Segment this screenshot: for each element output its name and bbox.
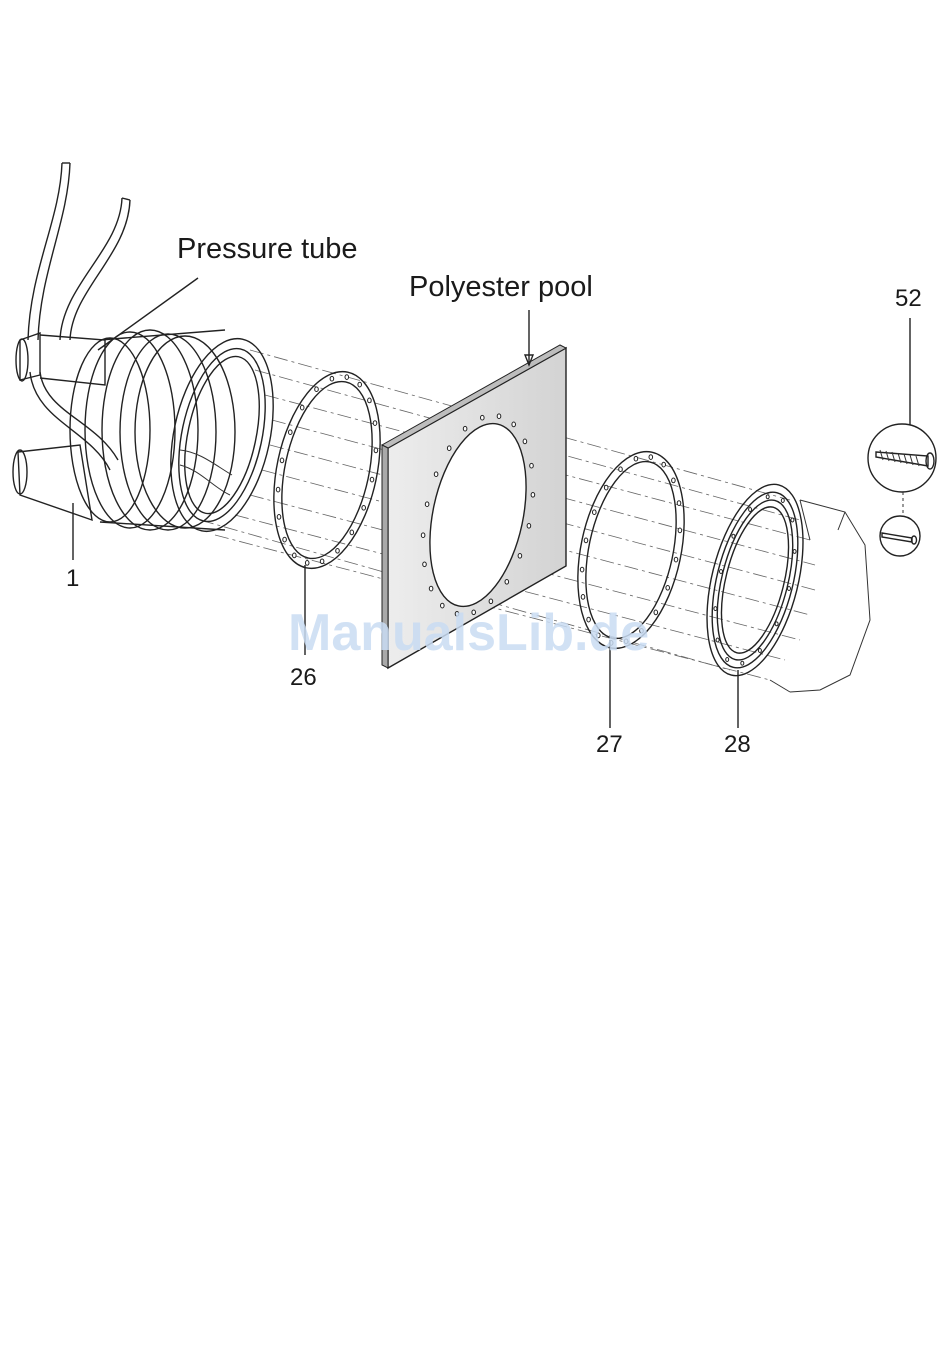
pool-hole: [425, 502, 429, 507]
ring-slot: [716, 638, 719, 642]
gasket-hole: [277, 515, 281, 520]
gasket-hole: [345, 375, 349, 380]
ring-slot: [758, 649, 761, 653]
gasket-hole: [289, 430, 293, 435]
pressure-tube-label: Pressure tube: [177, 233, 358, 265]
part-number-26: 26: [290, 664, 317, 691]
pool-hole: [489, 599, 493, 604]
gasket-hole: [276, 487, 280, 492]
pool-hole: [481, 415, 485, 420]
part-number-27: 27: [596, 731, 623, 758]
ring-slot: [714, 607, 717, 611]
gasket-hole: [336, 548, 340, 553]
gasket-hole: [674, 557, 678, 562]
ring-slot: [788, 587, 791, 591]
gasket-hole: [370, 477, 374, 482]
gasket-hole: [300, 405, 304, 410]
gasket-hole: [672, 478, 676, 483]
gasket-hole: [362, 505, 366, 510]
pool-hole: [527, 523, 531, 528]
ring-slot: [791, 518, 794, 522]
gasket-hole: [604, 485, 608, 490]
pool-hole: [523, 439, 527, 444]
ring-slot: [781, 499, 784, 503]
part-number-1: 1: [66, 565, 79, 592]
pool-hole: [429, 586, 433, 591]
pool-hole: [505, 579, 509, 584]
ring-slot: [741, 661, 744, 665]
gasket-hole: [619, 467, 623, 472]
ring-slot: [749, 508, 752, 512]
gasket-hole: [280, 458, 284, 463]
part-number-28: 28: [724, 731, 751, 758]
gasket-hole: [305, 561, 309, 566]
gasket-hole: [584, 538, 588, 543]
gasket-hole: [654, 610, 658, 615]
ring-slot: [732, 534, 735, 538]
gasket-hole: [320, 559, 324, 564]
watermark: ManualsLib.de: [288, 604, 649, 662]
gasket-hole: [315, 387, 319, 392]
ring-slot: [793, 549, 796, 553]
ring-slot: [766, 495, 769, 499]
gasket-hole: [580, 567, 584, 572]
gasket-hole: [649, 455, 653, 460]
part-number-52: 52: [895, 285, 922, 312]
ring-slot: [726, 658, 729, 662]
gasket-hole: [283, 537, 287, 542]
gasket-hole: [350, 530, 354, 535]
ring-slot: [720, 570, 723, 574]
gasket-hole: [677, 501, 681, 506]
pool-hole: [530, 463, 534, 468]
pool-hole: [447, 446, 451, 451]
pool-hole: [423, 562, 427, 567]
gasket-hole: [330, 376, 334, 381]
gasket-hole: [293, 553, 297, 558]
pool-hole: [531, 492, 535, 497]
gasket-hole: [678, 528, 682, 533]
gasket-hole: [373, 421, 377, 426]
ring-slot: [775, 622, 778, 626]
pool-hole: [463, 426, 467, 431]
polyester-pool-label: Polyester pool: [409, 271, 593, 303]
pool-hole: [518, 553, 522, 558]
gasket-hole: [662, 462, 666, 467]
pool-hole: [434, 472, 438, 477]
gasket-hole: [374, 448, 378, 453]
gasket-hole: [666, 585, 670, 590]
gasket-hole: [368, 398, 372, 403]
gasket-hole: [358, 382, 362, 387]
lamp-housing-part-1: [13, 163, 289, 560]
gasket-part-26: [257, 362, 396, 578]
pool-hole: [497, 414, 501, 419]
screw-callout-part-52: [868, 318, 936, 556]
clamping-ring-part-28: [690, 475, 821, 686]
gasket-hole: [581, 595, 585, 600]
pool-hole: [512, 422, 516, 427]
gasket-hole: [634, 456, 638, 461]
gasket-hole: [593, 510, 597, 515]
pool-hole: [421, 533, 425, 538]
